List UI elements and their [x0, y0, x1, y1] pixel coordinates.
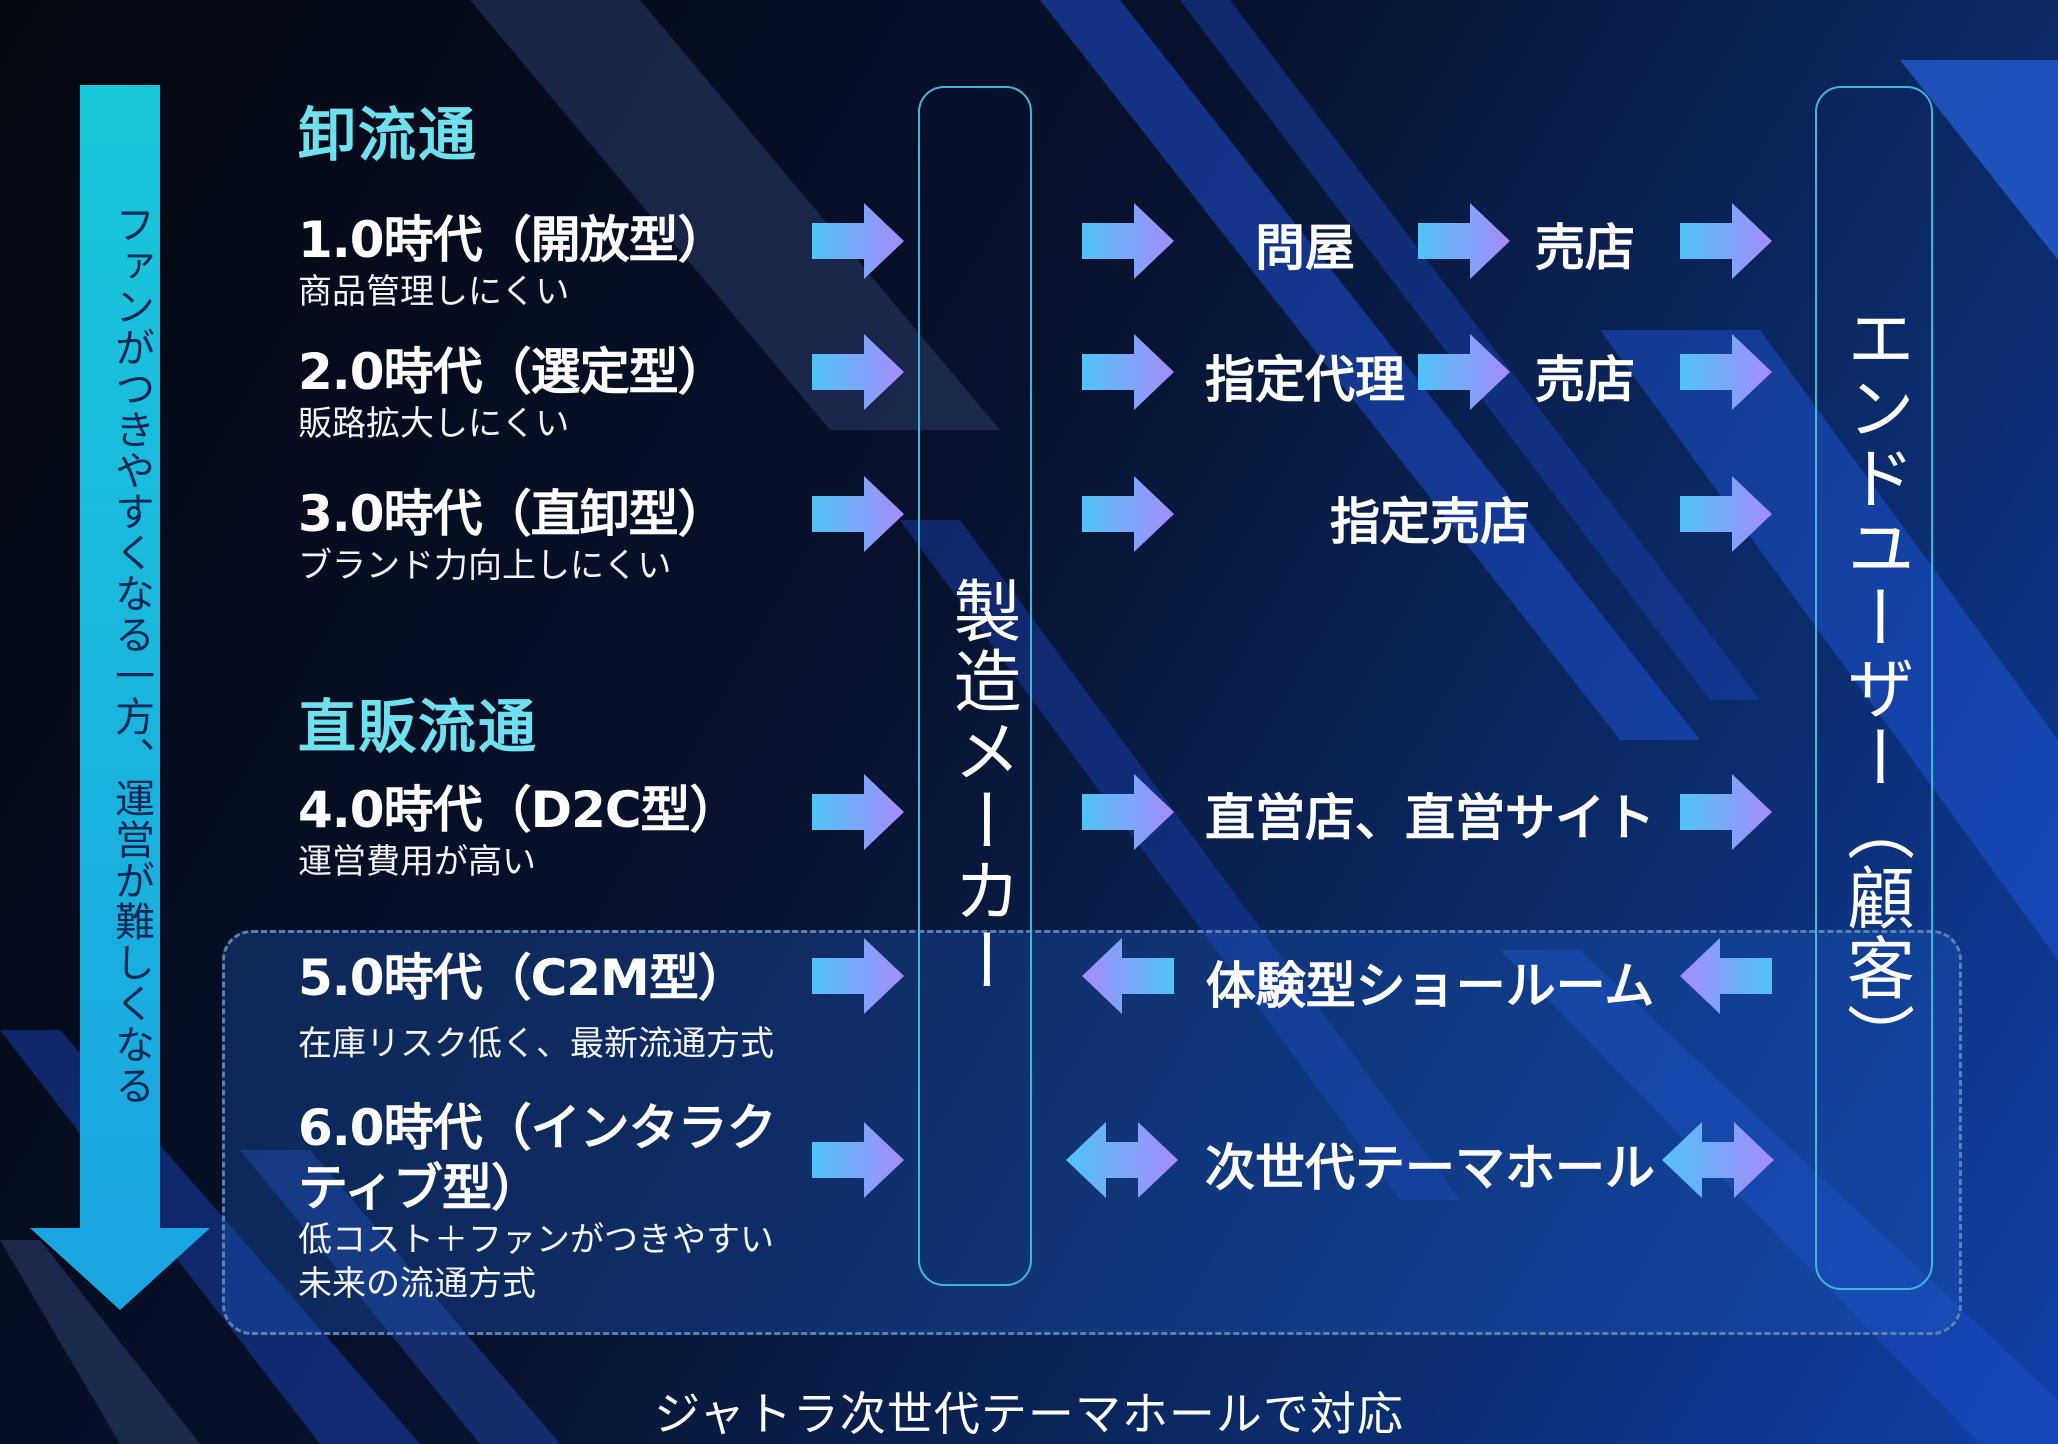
era-note: 在庫リスク低く、最新流通方式	[298, 1024, 774, 1064]
arrow-icon	[1082, 203, 1174, 279]
era-note: 販路拡大しにくい	[298, 404, 570, 444]
era-title-line2: ティブ型）	[298, 1159, 541, 1217]
mid-label-showroom: 体験型ショールーム	[1205, 957, 1655, 1015]
mid-label-chokuei: 直営店、直営サイト	[1205, 789, 1655, 847]
mid-label-shitei-baiten: 指定売店	[1330, 493, 1530, 551]
arrow-icon	[1418, 203, 1510, 279]
arrow-icon	[812, 774, 904, 850]
highlight-box-c2m-interactive	[222, 930, 1962, 1335]
enduser-box: エンドユーザー（顧客）	[1815, 86, 1933, 1290]
era-row-2: 2.0時代（選定型） 販路拡大しにくい	[298, 342, 728, 446]
maker-label: 製造メーカー	[941, 576, 1020, 996]
era-title: 4.0時代（D2C型）	[298, 781, 740, 839]
left-bar-label: ファンがつきやすくなる一方、運営が難しくなる	[108, 204, 154, 1106]
arrow-icon	[812, 476, 904, 552]
footer-caption: ジャトラ次世代テーマホールで対応	[654, 1387, 1404, 1441]
left-progress-bar	[80, 85, 160, 1230]
section-title-direct: 直販流通	[298, 693, 539, 761]
era-title: 3.0時代（直卸型）	[298, 485, 728, 543]
arrow-icon	[1082, 334, 1174, 410]
section-title-wholesale: 卸流通	[298, 101, 479, 169]
era-title: 2.0時代（選定型）	[298, 343, 728, 401]
mid-label-shitei-dairi: 指定代理	[1205, 351, 1405, 409]
era-note: ブランド力向上しにくい	[298, 546, 672, 586]
era-title: 5.0時代（C2M型）	[298, 949, 748, 1007]
enduser-label: エンドユーザー（顧客）	[1834, 303, 1914, 1073]
mid-label-baiten-1: 売店	[1535, 219, 1635, 277]
era-note-line1: 低コスト＋ファンがつきやすい	[298, 1220, 774, 1260]
era-note-line2: 未来の流通方式	[298, 1264, 536, 1304]
arrow-icon	[812, 1122, 904, 1198]
era-row-4: 4.0時代（D2C型） 運営費用が高い	[298, 780, 740, 884]
mid-label-tonya: 問屋	[1255, 219, 1355, 277]
arrow-icon	[1680, 334, 1772, 410]
arrow-icon	[1418, 334, 1510, 410]
arrow-bidirectional-icon	[1066, 1122, 1178, 1198]
era-title: 1.0時代（開放型）	[298, 211, 728, 269]
arrow-left-icon	[1680, 938, 1772, 1014]
mid-label-theme-hall: 次世代テーマホール	[1205, 1139, 1655, 1197]
arrow-icon	[812, 938, 904, 1014]
era-note: 商品管理しにくい	[298, 272, 570, 312]
era-row-6: 6.0時代（インタラク ティブ型） 低コスト＋ファンがつきやすい 未来の流通方式	[298, 1098, 777, 1306]
arrow-icon	[1082, 774, 1174, 850]
arrow-left-icon	[1082, 938, 1174, 1014]
maker-box: 製造メーカー	[918, 86, 1032, 1286]
era-note: 運営費用が高い	[298, 842, 536, 882]
arrow-icon	[812, 203, 904, 279]
era-title-line1: 6.0時代（インタラク	[298, 1099, 777, 1157]
arrow-icon	[1680, 476, 1772, 552]
arrow-icon	[812, 334, 904, 410]
arrow-icon	[1082, 476, 1174, 552]
era-row-1: 1.0時代（開放型） 商品管理しにくい	[298, 210, 728, 314]
arrow-bidirectional-icon	[1662, 1122, 1774, 1198]
arrow-icon	[1680, 203, 1772, 279]
arrow-icon	[1680, 774, 1772, 850]
era-row-3: 3.0時代（直卸型） ブランド力向上しにくい	[298, 484, 728, 588]
era-row-5: 5.0時代（C2M型） 在庫リスク低く、最新流通方式	[298, 948, 774, 1066]
mid-label-baiten-2: 売店	[1535, 351, 1635, 409]
down-arrow-icon	[30, 1228, 210, 1310]
